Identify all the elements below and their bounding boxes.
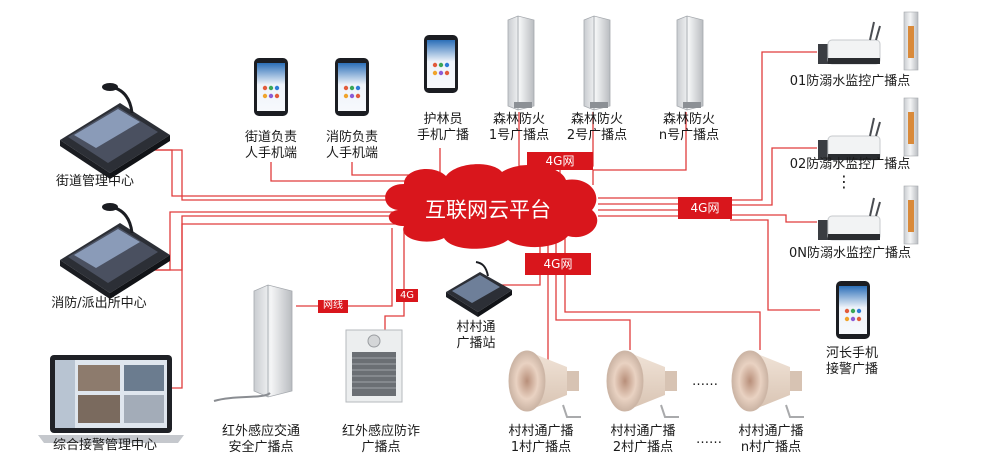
wall-speaker-icon [345,329,403,403]
forest-1-line2: 1号广播点 [488,128,550,143]
horn-speaker-icon [606,350,679,418]
forest-n-line1: 森林防火 [662,112,715,127]
village-1-line1: 村村通广播 [508,424,574,439]
ranger-phone-label: 护林员 手机广播 [398,112,488,144]
badge-4g-small-label: 4G [399,290,415,301]
drown-0n-label: 0N防溺水监控广播点 [789,246,911,261]
forest-1-label: 森林防火 1号广播点 [476,112,562,144]
cloud-platform[interactable] [385,164,598,249]
horn-speaker-icon [508,350,581,418]
smartphone-app-icon [836,281,870,339]
horn-ellipsis: …… [692,374,718,389]
forest-2-line2: 2号广播点 [566,128,628,143]
desktop-mic-console-icon [60,83,170,179]
ranger-phone-line2: 手机广播 [416,128,469,143]
badge-4g-bottom-label: 4G网 [543,257,573,271]
village-1-label: 村村通广播 1村广播点 [488,424,594,456]
smartphone-app-icon [254,58,288,116]
village-station-line1: 村村通 [456,320,496,335]
badge-4g-top-label: 4G网 [545,154,575,168]
ranger-phone-line1: 护林员 [423,112,463,127]
forest-n-label: 森林防火 n号广播点 [646,112,732,144]
column-speaker-icon [213,284,293,402]
street-phone-line2: 人手机端 [244,146,297,161]
bullet-camera-icon [818,117,881,161]
river-chief-line1: 河长手机 [825,346,878,361]
bullet-camera-icon [818,197,881,241]
camera-ellipsis: ⋮ [836,172,852,191]
column-speaker-icon [583,15,611,111]
village-station-line2: 广播站 [456,336,496,351]
fraud-speaker-label: 红外感应防诈 广播点 [326,424,436,456]
badge-4g-right-label: 4G网 [690,201,720,215]
village-2-line2: 2村广播点 [612,440,674,455]
forest-n-line2: n号广播点 [658,128,720,143]
laptop-monitor-icon [38,355,184,443]
drown-02-label: 02防溺水监控广播点 [789,157,911,172]
village-ellipsis: …… [696,432,722,447]
forest-1-line1: 森林防火 [492,112,545,127]
badge-4g-bottom [525,253,591,275]
bullet-camera-icon [818,21,881,65]
river-chief-label: 河长手机 接警广播 [812,346,892,378]
fire-phone-line2: 人手机端 [325,146,378,161]
village-n-label: 村村通广播 n村广播点 [718,424,824,456]
badge-4g-right [678,197,732,219]
village-2-line1: 村村通广播 [610,424,676,439]
badge-4g-top [527,152,593,170]
station-console-icon [446,261,512,317]
desktop-mic-console-icon [60,203,170,299]
village-1-line2: 1村广播点 [510,440,572,455]
village-n-line2: n村广播点 [740,440,802,455]
column-speaker-icon [903,185,919,245]
village-n-line1: 村村通广播 [738,424,804,439]
smartphone-app-icon [335,58,369,116]
forest-2-line1: 森林防火 [570,112,623,127]
river-chief-line2: 接警广播 [825,362,878,377]
village-station-label: 村村通 广播站 [436,320,516,352]
fire-phone-line1: 消防负责 [325,130,378,145]
cloud-label: 互联网云平台 [425,198,551,222]
column-speaker-icon [507,15,535,111]
fraud-speaker-line2: 广播点 [361,440,401,455]
village-2-label: 村村通广播 2村广播点 [590,424,696,456]
badge-wired-label: 网线 [323,300,343,311]
police-center-label: 消防/派出所中心 [51,296,147,311]
traffic-speaker-label: 红外感应交通 安全广播点 [206,424,316,456]
column-speaker-icon [676,15,704,111]
street-phone-line1: 街道负责 [244,130,297,145]
badge-4g-small [396,289,418,302]
fire-phone-label: 消防负责 人手机端 [307,130,397,162]
street-phone-label: 街道负责 人手机端 [226,130,316,162]
smartphone-app-icon [424,35,458,93]
street-center-label: 街道管理中心 [55,174,134,189]
column-speaker-icon [903,11,919,71]
forest-2-label: 森林防火 2号广播点 [554,112,640,144]
badge-wired [318,300,348,313]
drown-01-label: 01防溺水监控广播点 [789,74,911,89]
horn-speaker-icon [731,350,804,418]
traffic-speaker-line1: 红外感应交通 [221,424,300,439]
integrated-center-label: 综合接警管理中心 [52,438,157,453]
fraud-speaker-line1: 红外感应防诈 [341,424,420,439]
column-speaker-icon [903,97,919,157]
traffic-speaker-line2: 安全广播点 [228,440,294,455]
